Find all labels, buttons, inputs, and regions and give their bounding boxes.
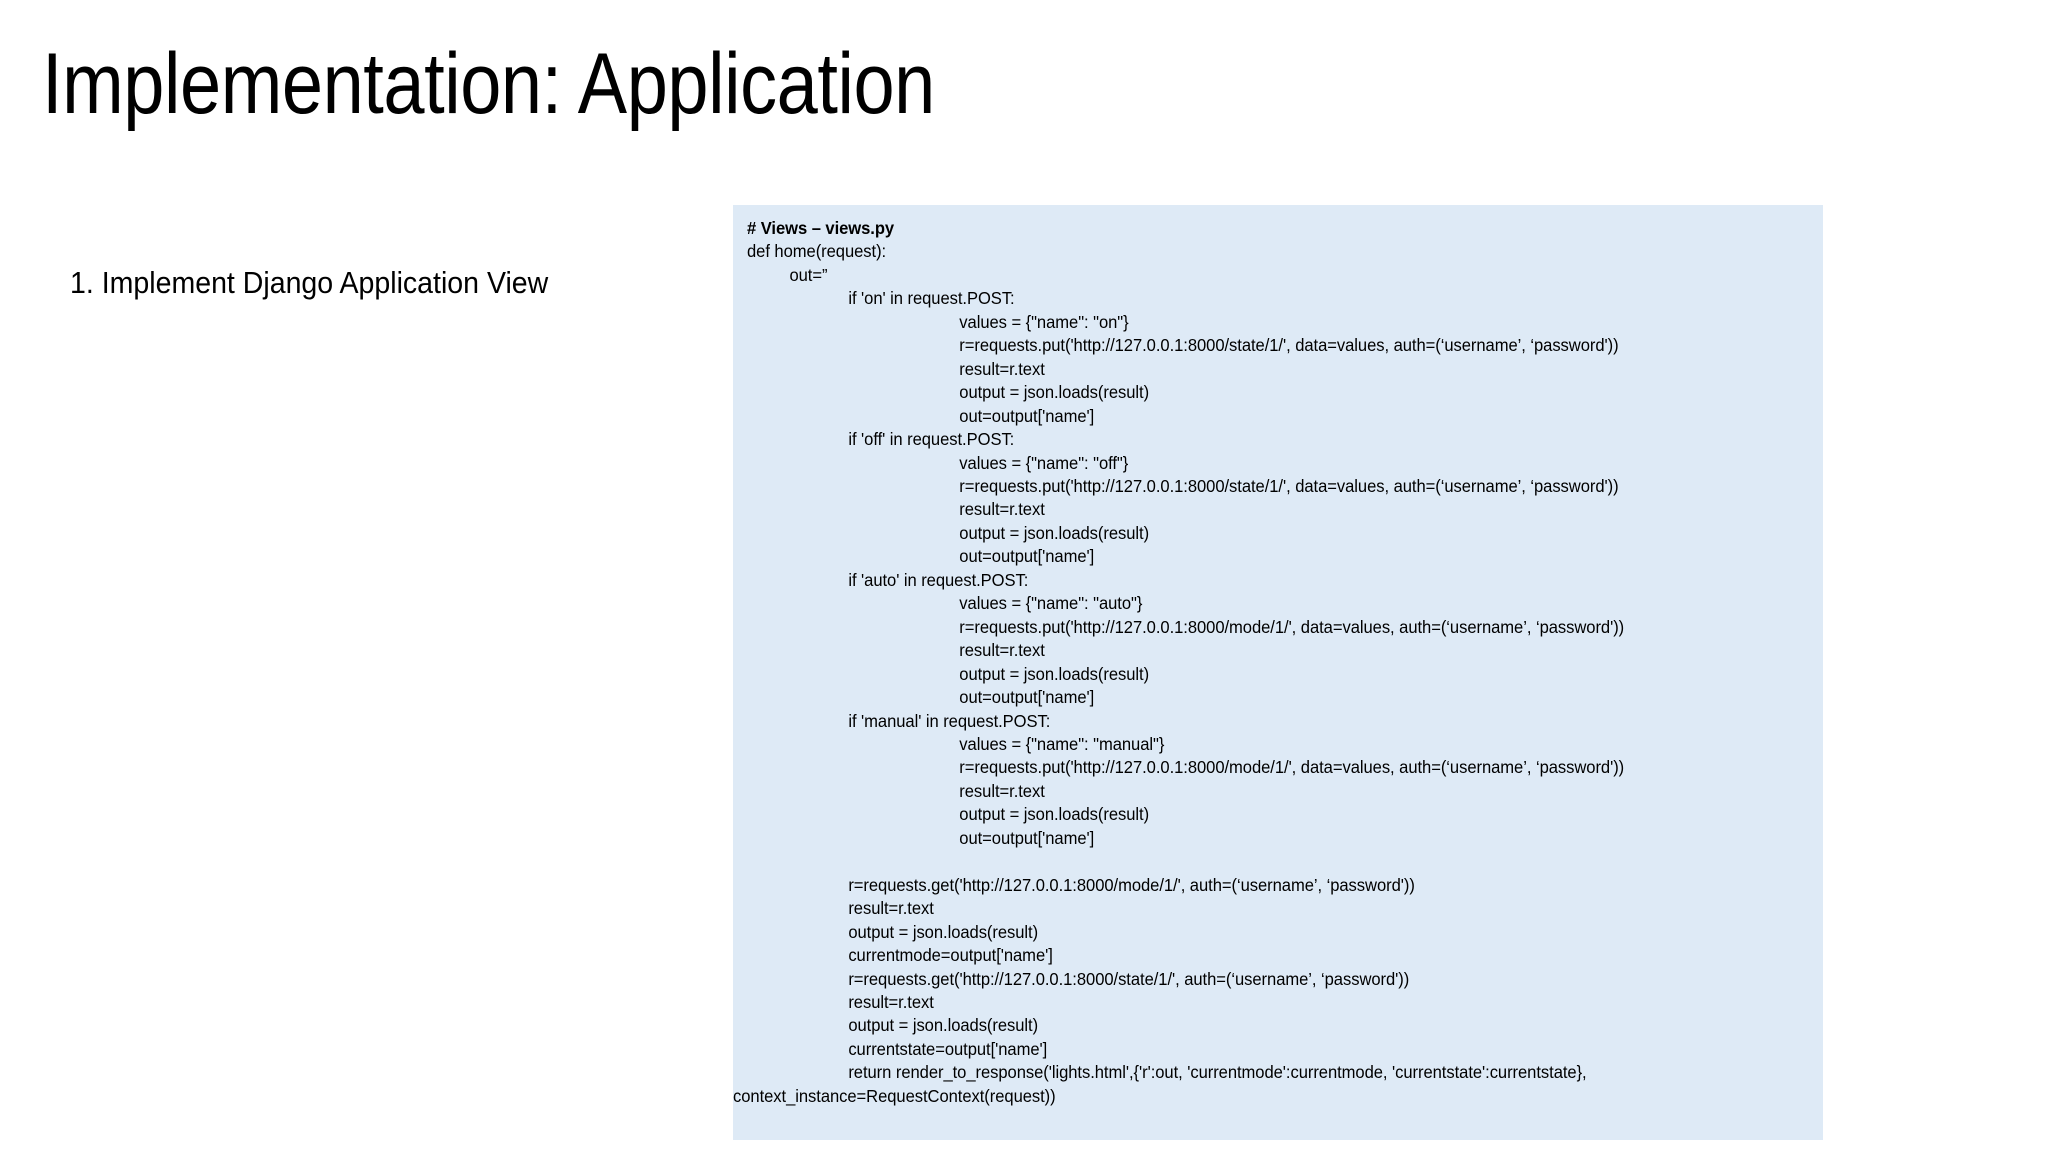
code-line xyxy=(747,850,1772,873)
code-line: if 'auto' in request.POST: xyxy=(848,569,1029,590)
code-line: output = json.loads(result) xyxy=(848,1015,1039,1036)
code-line: result=r.text xyxy=(959,640,1045,661)
code-line: if 'manual' in request.POST: xyxy=(848,710,1051,731)
code-line: output = json.loads(result) xyxy=(959,663,1150,684)
code-line: result=r.text xyxy=(848,898,934,919)
bullet-item-1: 1. Implement Django Application View xyxy=(70,265,549,300)
code-line: out=output['name'] xyxy=(959,405,1095,426)
code-line: if 'off' in request.POST: xyxy=(848,429,1015,450)
code-line: out=” xyxy=(789,264,828,285)
code-line: out=output['name'] xyxy=(959,546,1095,567)
code-line: output = json.loads(result) xyxy=(848,921,1039,942)
code-line: r=requests.put('http://127.0.0.1:8000/mo… xyxy=(959,757,1625,778)
code-line: if 'on' in request.POST: xyxy=(848,288,1015,309)
code-line: result=r.text xyxy=(959,358,1045,379)
code-line: return render_to_response('lights.html',… xyxy=(848,1062,1587,1083)
left-body-text: 1. Implement Django Application View xyxy=(70,264,690,303)
code-line: # Views – views.py xyxy=(747,218,895,238)
page-title: Implementation: Application xyxy=(42,36,935,132)
code-line: context_instance=RequestContext(request)… xyxy=(733,1085,1056,1106)
code-line: currentstate=output['name'] xyxy=(848,1038,1048,1059)
code-line: out=output['name'] xyxy=(959,827,1095,848)
code-line: result=r.text xyxy=(959,780,1045,801)
code-line: def home(request): xyxy=(747,241,887,262)
code-line: values = {"name": "auto"} xyxy=(959,593,1143,614)
code-line: output = json.loads(result) xyxy=(959,382,1150,403)
code-line: out=output['name'] xyxy=(959,687,1095,708)
code-line: result=r.text xyxy=(848,991,934,1012)
code-line: r=requests.get('http://127.0.0.1:8000/mo… xyxy=(848,874,1415,895)
code-line: result=r.text xyxy=(959,499,1045,520)
code-line: r=requests.put('http://127.0.0.1:8000/st… xyxy=(959,475,1619,496)
code-line: values = {"name": "off"} xyxy=(959,452,1129,473)
code-line: output = json.loads(result) xyxy=(959,804,1150,825)
code-line: output = json.loads(result) xyxy=(959,522,1150,543)
code-line: r=requests.get('http://127.0.0.1:8000/st… xyxy=(848,968,1410,989)
code-line: r=requests.put('http://127.0.0.1:8000/mo… xyxy=(959,616,1625,637)
code-line: values = {"name": "on"} xyxy=(959,311,1129,332)
code-line: r=requests.put('http://127.0.0.1:8000/st… xyxy=(959,335,1619,356)
code-line: values = {"name": "manual"} xyxy=(959,733,1165,754)
code-line: currentmode=output['name'] xyxy=(848,945,1053,966)
